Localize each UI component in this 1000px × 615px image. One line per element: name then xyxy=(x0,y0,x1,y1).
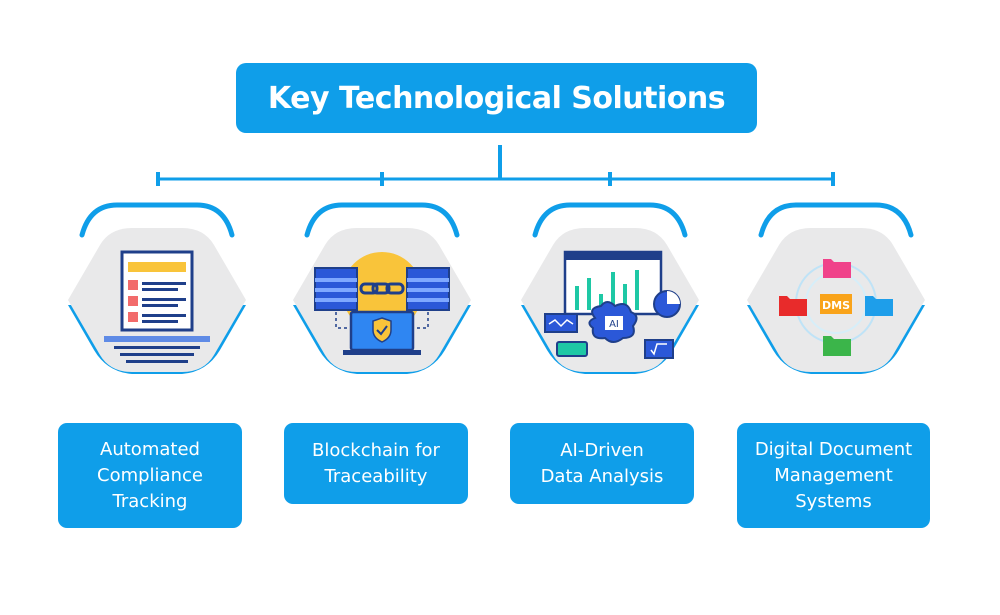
ai-analytics-icon: AI xyxy=(544,250,681,359)
dms-folders-icon: DMS xyxy=(779,259,893,356)
hexagon-ai: AI xyxy=(521,202,699,374)
label-automated-compliance: Automated Compliance Tracking xyxy=(58,423,242,528)
hexagon-compliance xyxy=(68,202,246,374)
label-text: AI-Driven Data Analysis xyxy=(540,439,664,487)
blockchain-servers-icon xyxy=(314,252,450,355)
hexagon-dms: DMS xyxy=(747,202,925,374)
label-text: Automated Compliance Tracking xyxy=(97,438,203,512)
hexagon-blockchain xyxy=(293,202,471,374)
dms-badge: DMS xyxy=(822,299,850,312)
label-dms: Digital Document Management Systems xyxy=(737,423,930,528)
ai-badge: AI xyxy=(609,319,619,330)
label-text: Blockchain for Traceability xyxy=(312,439,440,487)
label-ai-driven: AI-Driven Data Analysis xyxy=(510,423,694,504)
label-blockchain: Blockchain for Traceability xyxy=(284,423,468,504)
title-box: Key Technological Solutions xyxy=(236,63,757,133)
label-text: Digital Document Management Systems xyxy=(754,438,913,512)
compliance-document-icon xyxy=(104,250,210,363)
page-title: Key Technological Solutions xyxy=(267,80,726,116)
